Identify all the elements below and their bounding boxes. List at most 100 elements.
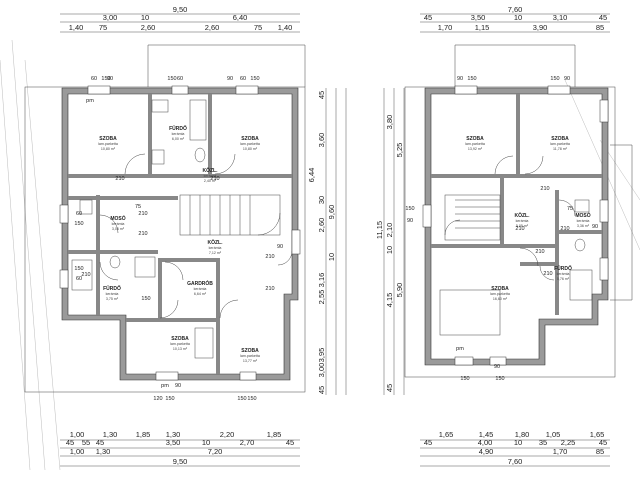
dimension-label: 3,16 [317,273,326,288]
room-area-label: 6,64 m² [194,292,207,296]
right-staircase [444,194,501,241]
room-floor-label: kerámia [194,287,207,291]
opening-size-label: 150 [550,76,559,82]
dimension-label: 3,00 [103,13,118,22]
dimension-label: 3,10 [553,13,568,22]
room-name-label: SZOBA [241,136,259,142]
opening-size-label: 60 [91,76,97,82]
dimension-label: 45 [599,438,607,447]
room-area-label: 13,77 m² [243,359,258,363]
dimension-label: 1,85 [267,430,282,439]
dimension-label: 1,00 [70,447,85,456]
opening-size-label: 90 [494,364,500,370]
room-area-label: 10,80 m² [243,147,258,151]
right-bathroom-fixtures [439,199,593,336]
left-roof-outline [24,86,306,393]
dimension-label: 45 [385,384,394,392]
opening-size-label: 210 [81,272,90,278]
room-floor-label: kerámia [516,219,529,223]
opening-size-label: 150 [74,221,83,227]
room-area-label: 16,60 m² [493,297,508,301]
dimension-label: 1,65 [439,430,454,439]
opening-size-label: 90 [107,76,113,82]
opening-size-label: 210 [210,176,219,182]
room-name-label: MOSÓ [110,214,125,222]
dimension-label: 3,95 [317,348,326,363]
dimension-label: 45 [599,13,607,22]
dimension-label: 1,40 [69,23,84,32]
dimension-label: 1,65 [590,430,605,439]
opening-size-label: 150 [167,76,176,82]
dimension-label: 10 [141,13,149,22]
dimension-label: 10 [202,438,210,447]
room-name-label: SZOBA [551,136,569,142]
room-area-label: 2,40 m² [204,179,217,183]
opening-size-label: pm [86,98,94,104]
room-name-label: FÜRDŐ [554,265,572,272]
opening-size-label: 150 [250,76,259,82]
room-name-label: KÖZL. [515,212,531,219]
room-area-label: 3,75 m² [106,297,119,301]
opening-size-label: 150 [247,396,256,402]
dimension-label: 1,40 [278,23,293,32]
opening-size-label: 210 [265,254,274,260]
dimension-label: 9,50 [173,5,188,14]
dimension-label: 85 [596,23,604,32]
right-roof-outline [404,86,616,378]
dimension-label: 1,45 [479,430,494,439]
right-interior-walls [431,94,602,315]
dimension-label: 45 [286,438,294,447]
opening-size-label: 60 [76,211,82,217]
dimension-label: 7,60 [508,5,523,14]
dimension-label: 2,10 [385,223,394,238]
room-area-label: 7,12 m² [209,251,222,255]
dimension-label: 4,15 [385,293,394,308]
room-name-label: SZOBA [99,136,117,142]
room-area-label: 10,13 m² [173,347,188,351]
bed-outline [439,289,501,336]
room-area-label: 5,05 m² [516,224,529,228]
dimension-label: 2,25 [561,438,576,447]
right-upper-outline [454,44,576,87]
dimension-label: 3,80 [385,115,394,130]
room-name-label: SZOBA [491,286,509,292]
opening-size-label: 90 [592,224,598,230]
dimension-label: 6,44 [307,168,316,183]
room-floor-label: lam.parketta [550,142,570,146]
dimension-label: 85 [596,447,604,456]
opening-size-label: 150 [405,206,414,212]
dimension-label: 75 [99,23,107,32]
dimension-label: 75 [254,23,262,32]
left-unit [24,44,306,393]
opening-size-label: 210 [515,226,524,232]
dimension-label: 2,55 [317,290,326,305]
dimension-label: 1,00 [70,430,85,439]
dimension-label: 2,20 [220,430,235,439]
dimension-label: 5,90 [395,283,404,298]
room-floor-label: kerámia [106,292,119,296]
dimension-label: 1,05 [546,430,561,439]
opening-size-label: 120 [153,396,162,402]
dimension-lines [60,13,610,467]
opening-size-label: pm [456,346,464,352]
right-unit [404,44,633,378]
room-floor-label: lam.parketta [240,354,260,358]
dimension-label: 4,90 [479,447,494,456]
room-name-label: SZOBA [466,136,484,142]
room-area-label: 3,36 m² [577,224,590,228]
room-area-label: 13,92 m² [468,147,483,151]
dimension-label: 10 [327,253,336,261]
dimension-label: 45 [424,13,432,22]
left-upper-outline [147,44,306,87]
left-outer-wall [61,87,299,381]
dimension-label: 10 [385,246,394,254]
room-floor-label: lam.parketta [170,342,190,346]
left-windows [59,85,301,381]
opening-size-label: 90 [564,76,570,82]
opening-size-label: 150 [165,396,174,402]
dimension-label: 45 [66,438,74,447]
